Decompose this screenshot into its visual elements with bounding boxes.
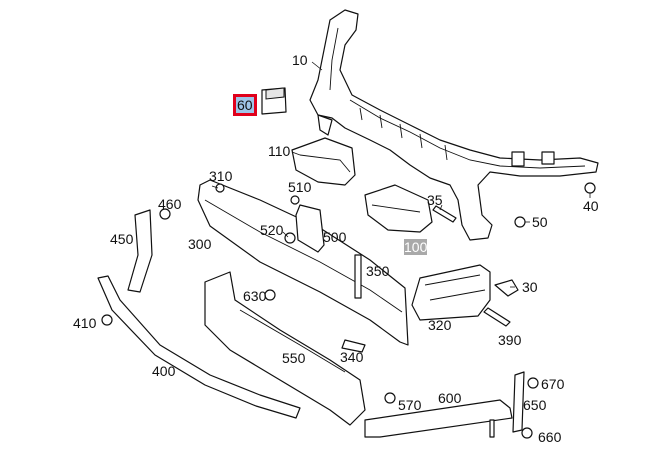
callout-110[interactable]: 110: [268, 143, 291, 159]
callout-410[interactable]: 410: [73, 315, 97, 331]
part-650-strip[interactable]: [512, 371, 525, 433]
callout-570[interactable]: 570: [398, 397, 422, 413]
part-550-lower-panel[interactable]: [204, 271, 366, 426]
callout-40[interactable]: 40: [583, 198, 599, 214]
part-320-carrier[interactable]: [411, 264, 491, 321]
callout-650[interactable]: 650: [523, 397, 547, 413]
callout-390[interactable]: 390: [498, 332, 522, 348]
callout-600[interactable]: 600: [438, 390, 462, 406]
callout-520[interactable]: 520: [260, 222, 284, 238]
callout-510[interactable]: 510: [288, 179, 312, 195]
callout-10[interactable]: 10: [292, 52, 308, 68]
callout-670[interactable]: 670: [541, 376, 565, 392]
callout-630[interactable]: 630: [243, 288, 267, 304]
part-300-bumper-beam[interactable]: [197, 179, 409, 346]
callout-340[interactable]: 340: [340, 349, 364, 365]
part-110-air-duct[interactable]: [291, 137, 356, 186]
callout-310[interactable]: 310: [209, 168, 233, 184]
callout-350[interactable]: 350: [366, 263, 390, 279]
leader-lines: [211, 61, 591, 288]
callout-300[interactable]: 300: [188, 236, 212, 252]
callout-660[interactable]: 660: [538, 429, 562, 445]
callout-550[interactable]: 550: [282, 350, 306, 366]
callout-50[interactable]: 50: [532, 214, 548, 230]
part-450-side-bracket[interactable]: [127, 209, 153, 293]
part-60-bracket[interactable]: [261, 87, 287, 115]
callout-460[interactable]: 460: [158, 196, 182, 212]
fasteners: [101, 182, 596, 439]
callout-450[interactable]: 450: [110, 231, 134, 247]
part-100-cover[interactable]: [364, 184, 433, 233]
callout-30[interactable]: 30: [522, 279, 538, 295]
part-500-bracket[interactable]: [295, 204, 325, 253]
callout-100-highlighted[interactable]: 100: [404, 239, 428, 255]
callout-400[interactable]: 400: [152, 363, 176, 379]
part-400-lower-crossmember[interactable]: [97, 275, 301, 419]
part-600-rail[interactable]: [364, 399, 513, 438]
callout-320[interactable]: 320: [428, 317, 452, 333]
callout-60-selected[interactable]: 60: [233, 94, 257, 116]
callout-35[interactable]: 35: [427, 192, 443, 208]
part-10-front-carrier[interactable]: [309, 9, 599, 241]
callout-500[interactable]: 500: [323, 229, 347, 245]
part-30-bracket[interactable]: [494, 279, 519, 297]
